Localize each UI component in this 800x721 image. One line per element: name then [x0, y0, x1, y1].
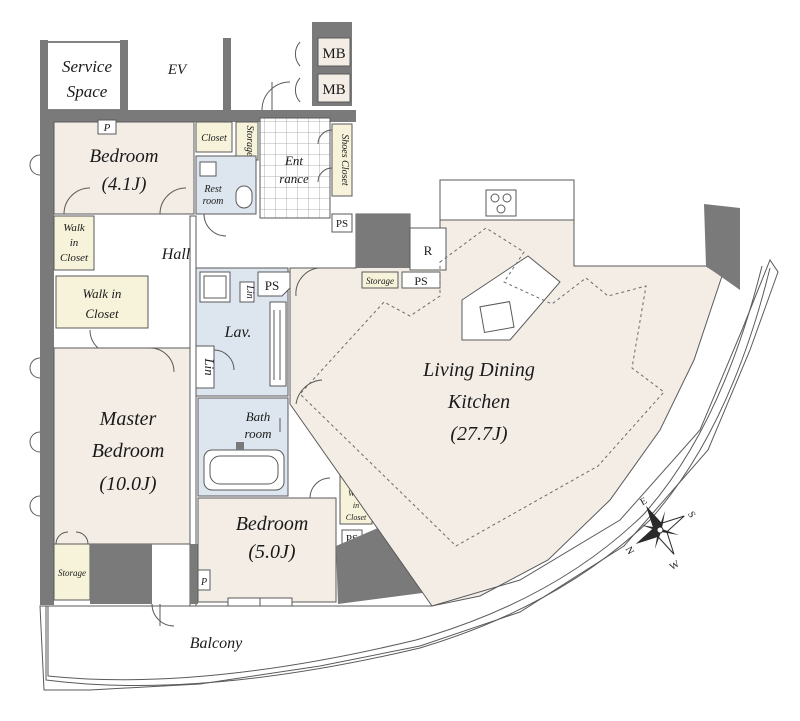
master-line2: Bedroom	[92, 440, 165, 462]
bedroom-50-name: Bedroom	[236, 513, 309, 535]
bedroom-50-size: (5.0J)	[248, 541, 296, 563]
compass-w: W	[668, 558, 682, 573]
closet-strip: Closet Storage	[195, 121, 259, 161]
meter-boxes: MB MB	[294, 22, 352, 106]
bath-label-2: room	[245, 426, 272, 441]
ldk-line1: Living Dining	[422, 359, 535, 381]
entrance-label-1: Ent	[284, 153, 303, 168]
walk-in-closet-1: Walk in Closet	[53, 215, 95, 271]
compass-e: E	[638, 496, 649, 509]
restroom: Rest room	[195, 155, 257, 237]
storage-ldk-label: Storage	[366, 276, 394, 286]
bedroom-41-name: Bedroom	[90, 146, 159, 167]
ps-entrance-label: PS	[336, 218, 348, 230]
balcony: Balcony	[39, 258, 779, 691]
wic1-line1: Walk	[63, 222, 86, 234]
bedroom-41-size: (4.1J)	[102, 174, 147, 195]
bedroom-small: P Bedroom (4.1J)	[29, 119, 195, 215]
storage-master-label: Storage	[58, 568, 86, 578]
wic3-line2: in	[353, 501, 359, 510]
ev-label: EV	[167, 62, 188, 78]
mb-label-2: MB	[322, 82, 345, 98]
elevator-area: EV	[128, 38, 231, 110]
bath-label-1: Bath	[246, 409, 271, 424]
wic3-line3: Closet	[346, 513, 367, 522]
ldk-line2: Kitchen	[447, 391, 510, 413]
master-storage: Storage	[53, 531, 198, 604]
service-label-1: Service	[62, 57, 112, 76]
p-label-top: P	[103, 122, 111, 134]
entrance: Ent rance	[259, 81, 331, 219]
entrance-label-2: rance	[279, 171, 309, 186]
storage-vertical-label: Storage	[244, 125, 255, 157]
closet-label: Closet	[201, 133, 227, 144]
lin-label-1: Lin	[244, 284, 255, 298]
mb-label-1: MB	[322, 46, 345, 62]
wic2-line2: Closet	[85, 306, 119, 321]
bathroom: Bath room	[197, 397, 289, 497]
p-label-bottom: P	[200, 577, 207, 588]
walk-in-closet-2: Walk in Closet	[55, 275, 149, 355]
r-label: R	[424, 243, 433, 258]
restroom-label-1: Rest	[203, 184, 221, 195]
master-line3: (10.0J)	[99, 473, 157, 495]
bedroom-5: P Bedroom (5.0J)	[197, 477, 337, 607]
lin-label-2: Lin	[202, 357, 217, 375]
shoes-closet: Shoes Closet PS	[317, 123, 353, 233]
service-space: Service Space	[40, 40, 128, 112]
service-label-2: Space	[67, 82, 108, 101]
lav-label: Lav.	[224, 324, 252, 341]
balcony-label: Balcony	[190, 635, 243, 652]
hall-label: Hall	[161, 246, 191, 263]
master-bedroom: Master Bedroom (10.0J)	[29, 347, 191, 545]
wic1-line3: Closet	[60, 252, 89, 264]
master-line1: Master	[99, 408, 157, 430]
ps-lav-label: PS	[265, 278, 279, 293]
compass-icon	[635, 505, 685, 555]
lavatory: Lin PS Lav. Lin	[195, 267, 293, 397]
compass-s: S	[685, 510, 697, 520]
ldk: R Storage PS Living Dining Kitchen (27.7…	[289, 179, 740, 607]
ps-ldk-label: PS	[414, 274, 427, 288]
wic1-line2: in	[70, 237, 79, 249]
shoes-closet-label: Shoes Closet	[339, 134, 350, 186]
wic2-line1: Walk in	[83, 286, 122, 301]
compass-n: N	[623, 545, 636, 557]
restroom-label-2: room	[203, 196, 224, 207]
ldk-line3: (27.7J)	[450, 423, 508, 445]
